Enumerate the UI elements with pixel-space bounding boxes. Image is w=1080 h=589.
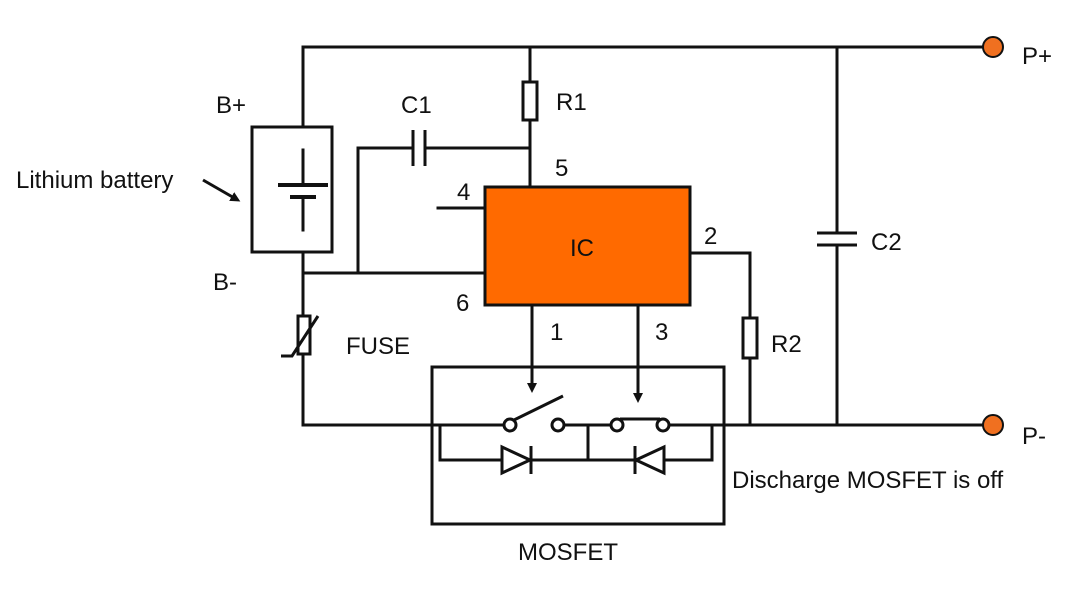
b-plus-label: B+ [216,92,246,119]
r2-resistor [741,316,759,360]
mosfet-label: MOSFET [518,539,618,566]
ic-pin5-label: 5 [555,155,568,182]
ic-chip [483,185,692,307]
b-minus-label: B- [213,269,237,296]
p-plus-label: P+ [1022,43,1052,70]
charge-switch-blade [513,394,564,422]
r2-label: R2 [771,331,802,358]
ic-pin6-label: 6 [456,290,469,317]
discharge-switch-contact-left [609,417,625,433]
discharge-diode-body [632,444,666,476]
status-label: Discharge MOSFET is off [732,467,1004,494]
ic-label: IC [570,235,594,262]
fuse-slash [281,315,320,358]
p-plus-terminal [982,36,1004,58]
mosfet-box [430,365,726,526]
fuse-label: FUSE [346,333,410,360]
r1-label: R1 [556,89,587,116]
charge-diode-body [500,444,534,476]
charge-switch-contact-left [502,417,518,433]
c2-label: C2 [871,229,902,256]
ic-pin2-label: 2 [704,223,717,250]
ic-pin4-label: 4 [457,179,470,206]
r1-resistor [521,80,539,122]
ic-pin1-label: 1 [550,319,563,346]
p-minus-label: P- [1022,423,1046,450]
charge-switch-contact-right [550,417,566,433]
discharge-switch-contact-right [655,417,671,433]
p-minus-terminal [982,414,1004,436]
battery-label: Lithium battery [16,167,173,194]
battery-label-arrow [202,178,241,202]
battery-box [250,125,334,254]
c1-label: C1 [401,92,432,119]
ic-pin3-label: 3 [655,319,668,346]
